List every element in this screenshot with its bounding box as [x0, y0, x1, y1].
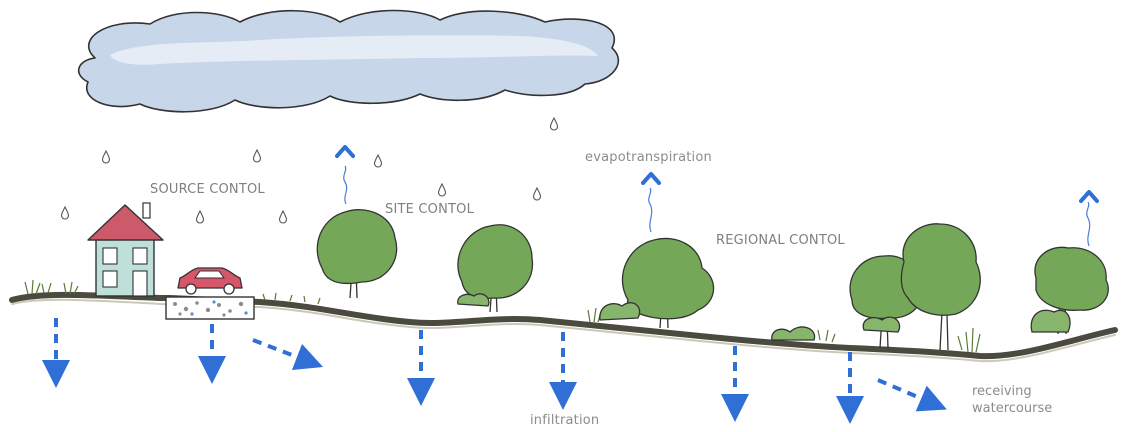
- cloud: [77, 9, 619, 113]
- receiving-label-line2: watercourse: [972, 401, 1053, 416]
- regional-control-label: REGIONAL CONTOL: [716, 233, 845, 248]
- infiltration-label: infiltration: [530, 413, 600, 428]
- grass: [24, 279, 981, 353]
- raindrops: [60, 117, 559, 224]
- ground: [9, 291, 1118, 363]
- house: [87, 202, 164, 297]
- site-control-label: SITE CONTOL: [385, 202, 475, 217]
- evapotranspiration-arrows: [335, 145, 1099, 247]
- infiltration-arrows: [42, 318, 947, 424]
- receiving-label-line1: receiving: [972, 384, 1032, 399]
- car: [177, 267, 243, 295]
- source-control-label: SOURCE CONTOL: [150, 182, 265, 197]
- receiving-watercourse-label: receiving watercourse: [972, 383, 1052, 417]
- trees: [316, 209, 1109, 351]
- permeable-paving: [165, 296, 255, 320]
- evapotranspiration-label: evapotranspiration: [585, 150, 712, 165]
